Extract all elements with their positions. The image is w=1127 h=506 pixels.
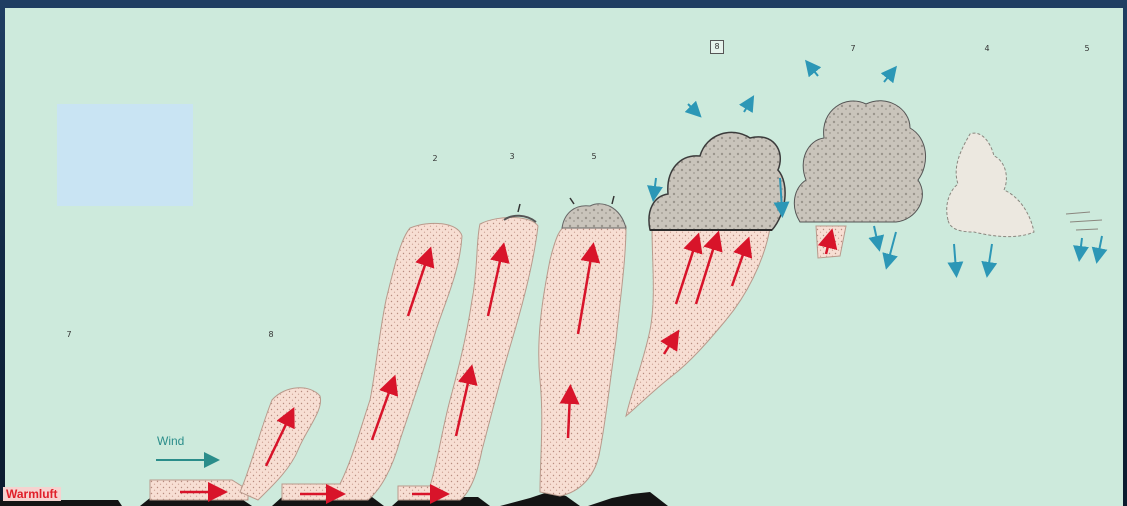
- stage-number-8: 4: [980, 42, 994, 56]
- warm-air-label: Warmluft: [3, 487, 61, 501]
- stage-number-9: 5: [1080, 42, 1094, 56]
- thermal-stage-1: [150, 480, 248, 500]
- thermal-stage-2: [240, 388, 321, 500]
- stage-number-6: 8: [710, 40, 724, 54]
- stage-number-3: 2: [428, 152, 442, 166]
- stage-number-4: 3: [505, 150, 519, 164]
- thermal-remnant-stage-7: [816, 226, 846, 258]
- wind-label: Wind: [157, 434, 184, 448]
- cloud-wisps-stage-9: [1066, 212, 1102, 230]
- thermal-stage-5: [539, 226, 626, 496]
- stage-number-5: 5: [587, 150, 601, 164]
- cumulus-cloud-stage-6: [649, 132, 785, 230]
- stage-number-2: 8: [264, 328, 278, 342]
- stage-number-7: 7: [846, 42, 860, 56]
- cloud-stage-5: [562, 204, 626, 228]
- thermal-stage-3: [282, 223, 462, 500]
- cumulus-cloud-stage-7: [794, 101, 925, 222]
- stage-number-1: 7: [62, 328, 76, 342]
- dissolving-cloud-stage-8: [947, 133, 1034, 237]
- thermal-stage-6: [626, 228, 770, 416]
